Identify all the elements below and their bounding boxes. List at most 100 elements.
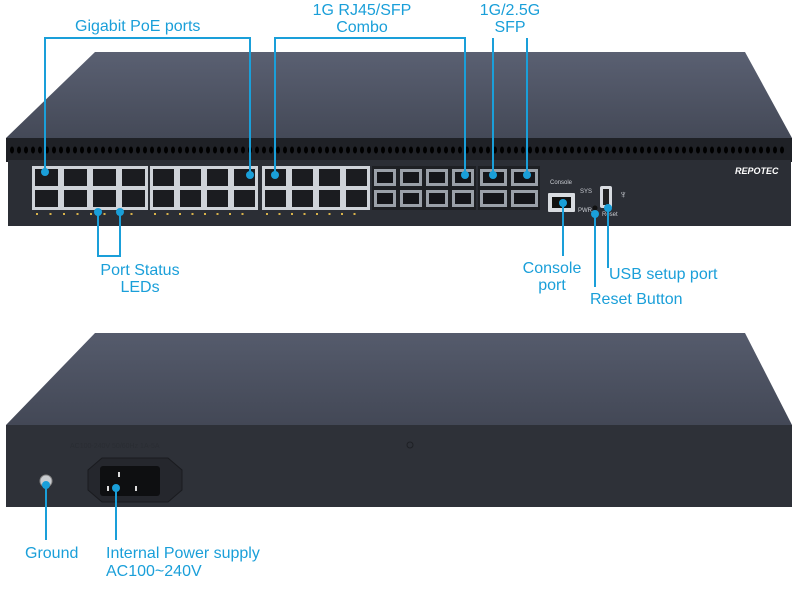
vent-hole xyxy=(31,146,35,154)
port-status-led xyxy=(191,213,194,215)
port-status-led xyxy=(291,213,293,215)
label-combo-1: 1G RJ45/SFP xyxy=(313,2,412,19)
rj45-port[interactable] xyxy=(319,169,340,186)
vent-hole xyxy=(269,146,273,154)
port-status-led xyxy=(154,213,156,215)
vent-hole xyxy=(129,146,133,154)
rj45-port[interactable] xyxy=(64,169,87,186)
vent-hole xyxy=(206,146,210,154)
vent-hole xyxy=(738,146,742,154)
rj45-port[interactable] xyxy=(64,190,87,207)
vent-hole xyxy=(388,146,392,154)
port-status-led xyxy=(266,213,268,215)
vent-hole xyxy=(346,146,350,154)
vent-hole xyxy=(381,146,385,154)
vent-hole xyxy=(577,146,581,154)
port-status-led xyxy=(63,213,65,215)
vent-hole xyxy=(66,146,70,154)
vent-hole xyxy=(759,146,763,154)
port-status-led xyxy=(316,213,318,215)
vent-hole xyxy=(136,146,140,154)
label-console-2: port xyxy=(538,277,566,294)
vent-hole xyxy=(164,146,168,154)
rj45-port[interactable] xyxy=(122,169,145,186)
power-pin xyxy=(118,472,120,477)
port-status-led xyxy=(90,213,92,215)
vent-hole xyxy=(500,146,504,154)
power-socket[interactable] xyxy=(100,466,160,496)
vent-hole xyxy=(402,146,406,154)
vent-hole xyxy=(535,146,539,154)
vent-hole xyxy=(458,146,462,154)
label-usb: USB setup port xyxy=(609,266,718,283)
rj45-port[interactable] xyxy=(265,190,286,207)
vent-hole xyxy=(80,146,84,154)
port-status-led xyxy=(341,213,343,215)
rj45-port[interactable] xyxy=(346,169,367,186)
vent-hole xyxy=(682,146,686,154)
sfp-ports xyxy=(372,166,540,210)
rear-top-cover xyxy=(6,333,792,425)
rj45-port[interactable] xyxy=(93,169,116,186)
rj45-port[interactable] xyxy=(35,190,58,207)
power-pin xyxy=(135,486,137,491)
vent-hole xyxy=(262,146,266,154)
vent-hole xyxy=(94,146,98,154)
vent-hole xyxy=(24,146,28,154)
vent-hole xyxy=(717,146,721,154)
vent-hole xyxy=(507,146,511,154)
rj45-port[interactable] xyxy=(153,169,174,186)
label-console-1: Console xyxy=(523,260,582,277)
label-sfp-2: SFP xyxy=(494,19,525,36)
rj45-port[interactable] xyxy=(292,190,313,207)
vent-hole xyxy=(52,146,56,154)
label-power-1: Internal Power supply xyxy=(106,545,260,562)
rj45-port[interactable] xyxy=(207,169,228,186)
vent-hole xyxy=(122,146,126,154)
vent-hole xyxy=(213,146,217,154)
label-power-2: AC100~240V xyxy=(106,563,202,580)
vent-hole xyxy=(689,146,693,154)
rj45-port[interactable] xyxy=(122,190,145,207)
port-status-led xyxy=(130,213,133,215)
vent-hole xyxy=(675,146,679,154)
rj45-port[interactable] xyxy=(180,190,201,207)
vent-hole xyxy=(332,146,336,154)
sfp-port-slot xyxy=(377,172,393,183)
sfp-port-slot xyxy=(455,193,471,204)
vent-hole xyxy=(563,146,567,154)
reset-button[interactable] xyxy=(592,205,598,211)
vent-hole xyxy=(311,146,315,154)
rj45-port[interactable] xyxy=(35,169,58,186)
rj45-port[interactable] xyxy=(234,190,255,207)
label-combo-2: Combo xyxy=(336,19,388,36)
vent-hole xyxy=(409,146,413,154)
port-status-led xyxy=(328,213,331,215)
vent-hole xyxy=(626,146,630,154)
sfp-port-slot xyxy=(403,193,419,204)
rj45-port[interactable] xyxy=(180,169,201,186)
power-rating-text: AC100-240V 50/60Hz 1A-5A xyxy=(70,443,160,450)
rj45-port[interactable] xyxy=(207,190,228,207)
rj45-port[interactable] xyxy=(346,190,367,207)
rj45-port[interactable] xyxy=(292,169,313,186)
vent-hole xyxy=(220,146,224,154)
vent-hole xyxy=(430,146,434,154)
vent-hole xyxy=(374,146,378,154)
console-text: Console xyxy=(550,180,573,186)
rj45-port[interactable] xyxy=(153,190,174,207)
vent-hole xyxy=(654,146,658,154)
vent-hole xyxy=(367,146,371,154)
vent-hole xyxy=(696,146,700,154)
vent-hole xyxy=(353,146,357,154)
port-status-led xyxy=(229,213,231,215)
front-view: Console SYS PWR Reset ♆ REPOTEC xyxy=(6,52,792,226)
vent-hole xyxy=(710,146,714,154)
vent-hole xyxy=(661,146,665,154)
rj45-port[interactable] xyxy=(93,190,116,207)
rj45-port[interactable] xyxy=(319,190,340,207)
usb-port-socket xyxy=(603,189,609,205)
vent-hole xyxy=(773,146,777,154)
vent-hole xyxy=(171,146,175,154)
label-ground: Ground xyxy=(25,545,78,562)
